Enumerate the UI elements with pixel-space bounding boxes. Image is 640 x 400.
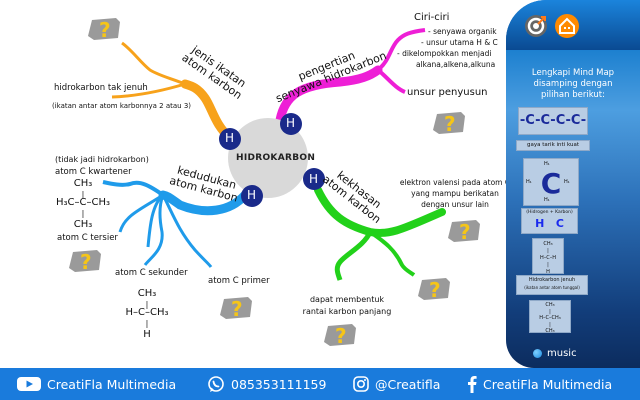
ciri-item-2: - unsur utama H & C [421, 38, 498, 47]
ciri-item-1: - senyawa organik [428, 27, 497, 36]
ciri-ciri-title: Ciri-ciri [414, 12, 450, 23]
sekunder-formula: CH₃ | H–C–CH₃ | H [125, 288, 169, 340]
question-mark-icon[interactable] [322, 322, 356, 346]
h-atom-1: H [225, 131, 235, 145]
option-methyl-structure[interactable]: CH₃ | H–C–H | H [532, 238, 564, 275]
footer-whatsapp[interactable]: 085353111159 [207, 368, 326, 400]
option-hidrogen-karbon[interactable]: (Hidrogen + Karbon) H C [521, 208, 578, 234]
ciri-item-3: - dikelompokkan menjadi [397, 49, 492, 58]
footer-facebook[interactable]: CreatiFla Multimedia [467, 368, 612, 400]
facebook-icon [468, 376, 477, 393]
question-mark-icon[interactable] [416, 276, 450, 300]
music-toggle[interactable]: music [533, 348, 577, 359]
youtube-icon [17, 377, 41, 391]
kwartener-formula: CH₃ | H₃C–C–CH₃ | CH₃ [55, 178, 110, 230]
mind-map-branches [102, 28, 446, 281]
option-tertiary-structure[interactable]: CH₃ | H–C–CH₃ | CH₃ [529, 300, 571, 334]
question-mark-icon[interactable] [218, 295, 252, 319]
kekhasan-item-1: elektron valensi pada atom C yang mampu … [399, 178, 511, 209]
whatsapp-icon [208, 376, 224, 392]
tidak-jadi-note: (tidak jadi hidrokarbon) [55, 155, 149, 164]
atom-c-kwartener: atom C kwartener [55, 167, 132, 177]
music-dot-icon [533, 349, 542, 358]
ikatan-note: (ikatan antar atom karbonnya 2 atau 3) [52, 102, 192, 110]
atom-c-tersier: atom C tersier [57, 233, 118, 243]
h-atom-4: H [247, 188, 257, 202]
hidrokarbon-tak-jenuh: hidrokarbon tak jenuh [54, 83, 148, 93]
h-atom-2: H [286, 116, 296, 130]
footer-bar: CreatiFla Multimedia 085353111159 @Creat… [0, 368, 640, 400]
atom-c-sekunder: atom C sekunder [115, 268, 188, 278]
kekhasan-item-2: dapat membentuk rantai karbon panjang [302, 295, 392, 316]
option-gaya-tarik[interactable]: gaya tarik inti kuat [516, 140, 590, 151]
ciri-item-4: alkana,alkena,alkuna [416, 60, 496, 69]
question-mark-icon[interactable] [446, 218, 480, 242]
unsur-penyusun: unsur penyusun [407, 87, 488, 98]
question-mark-icon[interactable] [67, 248, 101, 272]
home-icon[interactable] [554, 13, 580, 39]
target-icon[interactable] [524, 14, 548, 38]
question-mark-icon[interactable] [431, 110, 465, 134]
option-hidrokarbon-jenuh[interactable]: Hidrokarbon jenuh (ikatan antar atom tun… [516, 275, 588, 295]
footer-instagram[interactable]: @Creatifla [353, 368, 440, 400]
instagram-icon [353, 376, 369, 392]
option-carbon-chain[interactable]: -C-C-C-C- [518, 107, 588, 135]
question-mark-icon[interactable] [86, 16, 120, 40]
sidebar: Lengkapi Mind Map disamping dengan pilih… [506, 0, 640, 368]
center-node [228, 118, 308, 198]
h-atom-3: H [309, 172, 319, 186]
sidebar-instructions: Lengkapi Mind Map disamping dengan pilih… [531, 68, 615, 100]
center-title: HIDROKARBON [236, 153, 316, 163]
footer-youtube[interactable]: CreatiFla Multimedia [17, 368, 176, 400]
option-carbon-valence[interactable]: C H₁ H₁ H₁ H₁ [523, 158, 579, 206]
atom-c-primer: atom C primer [208, 276, 270, 286]
